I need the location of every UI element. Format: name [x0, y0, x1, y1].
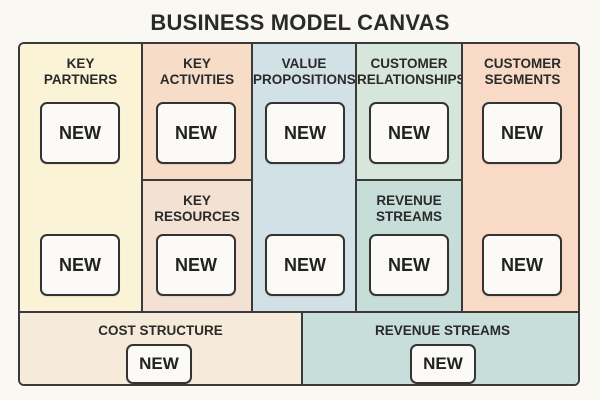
key-activities-section: KEY ACTIVITIES NEW: [141, 44, 251, 179]
key-resources-section: KEY RESOURCES NEW: [141, 179, 251, 311]
customer-segments-label: CUSTOMER SEGMENTS: [483, 56, 561, 87]
customer-segments-new-button-top[interactable]: NEW: [482, 102, 562, 164]
revenue-streams-upper-new-button[interactable]: NEW: [369, 234, 449, 296]
key-activities-new-button[interactable]: NEW: [156, 102, 236, 164]
customer-relationships-section: CUSTOMER RELATIONSHIPS NEW: [355, 44, 466, 179]
customer-relationships-label: CUSTOMER RELATIONSHIPS: [357, 56, 466, 87]
revenue-streams-upper-section: REVENUE STREAMS NEW: [355, 179, 461, 311]
cost-structure-section: COST STRUCTURE NEW: [20, 311, 301, 384]
key-partners-section: KEY PARTNERS NEW NEW: [20, 44, 141, 311]
revenue-streams-upper-label: REVENUE STREAMS: [375, 193, 442, 224]
cost-structure-new-button[interactable]: NEW: [126, 344, 192, 384]
key-activities-label: KEY ACTIVITIES: [159, 56, 235, 87]
value-propositions-label: VALUE PROPOSITIONS: [253, 56, 356, 87]
canvas-title: BUSINESS MODEL CANVAS: [150, 10, 450, 35]
customer-segments-section: CUSTOMER SEGMENTS NEW NEW: [461, 44, 578, 311]
key-partners-new-button-top[interactable]: NEW: [40, 102, 120, 164]
value-propositions-new-button-bottom[interactable]: NEW: [265, 234, 345, 296]
revenue-streams-bottom-label: REVENUE STREAMS: [374, 323, 511, 338]
revenue-streams-bottom-section: REVENUE STREAMS NEW: [301, 311, 578, 384]
customer-relationships-new-button[interactable]: NEW: [369, 102, 449, 164]
key-partners-new-button-bottom[interactable]: NEW: [40, 234, 120, 296]
key-resources-new-button[interactable]: NEW: [156, 234, 236, 296]
business-model-canvas: KEY PARTNERS NEW NEW KEY ACTIVITIES NEW …: [18, 42, 580, 386]
cost-structure-label: COST STRUCTURE: [98, 323, 223, 338]
value-propositions-new-button-top[interactable]: NEW: [265, 102, 345, 164]
customer-segments-new-button-bottom[interactable]: NEW: [482, 234, 562, 296]
value-propositions-section: VALUE PROPOSITIONS NEW NEW: [251, 44, 356, 311]
key-resources-label: KEY RESOURCES: [154, 193, 240, 224]
revenue-streams-bottom-new-button[interactable]: NEW: [410, 344, 476, 384]
key-partners-label: KEY PARTNERS: [43, 56, 118, 87]
